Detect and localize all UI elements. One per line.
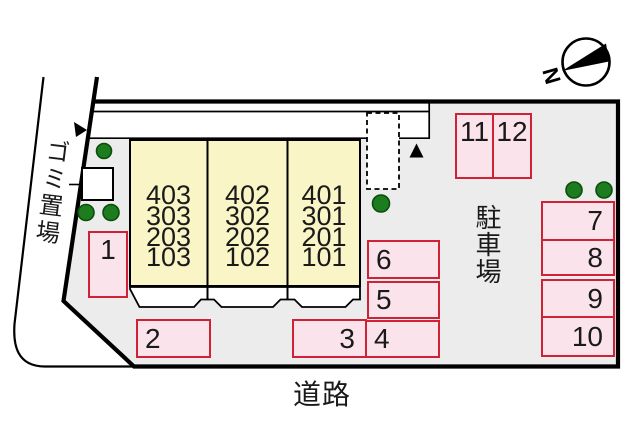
parking-spot-11: 11 [455, 113, 494, 179]
garbage-marker-icon [74, 122, 87, 137]
room-number: 401 [301, 180, 347, 210]
road-edge-line [13, 76, 150, 368]
room-number: 202 [224, 221, 271, 252]
parking-spot-9: 9 [541, 279, 615, 318]
balcony-outline [129, 286, 361, 308]
room-number: 201 [301, 221, 347, 252]
tree-icon [595, 181, 613, 199]
parking-spot-number: 12 [496, 116, 528, 147]
parking-spot-number: 3 [339, 322, 355, 354]
room-number: 303 [145, 200, 192, 231]
entrance-marker-icon [409, 143, 424, 158]
parking-spot-number: 5 [376, 284, 392, 315]
room-number: 301 [301, 200, 347, 231]
parking-spot-2: 2 [136, 319, 211, 358]
tree-icon [102, 203, 120, 222]
parking-spot-number: 10 [571, 320, 603, 352]
road-label: 道路 [293, 379, 352, 410]
parking-spot-number: 2 [145, 322, 161, 354]
parking-spot-12: 12 [492, 113, 532, 179]
building-section-east: 401 301 201 101 [288, 180, 360, 273]
room-number: 402 [224, 180, 271, 210]
room-number: 403 [145, 180, 192, 210]
parking-spot-number: 11 [459, 116, 490, 147]
parking-spot-number: 6 [376, 243, 392, 275]
room-number: 302 [224, 200, 271, 231]
building-outline [129, 139, 361, 287]
tree-icon [95, 142, 113, 160]
room-number: 103 [145, 242, 192, 273]
parking-spot-3: 3 [292, 319, 367, 358]
parking-area-label: 駐車場 [472, 204, 502, 285]
building-section-west: 403 303 203 103 [130, 180, 207, 273]
tree-icon [565, 181, 583, 199]
tree-icon [77, 203, 95, 222]
room-number: 203 [145, 221, 192, 252]
parking-spot-number: 9 [587, 282, 603, 314]
stair-dashed-outline [366, 112, 400, 190]
site-boundary [61, 76, 621, 369]
north-label: N [537, 65, 565, 87]
north-arrow-wedge [562, 43, 609, 71]
parking-spot-4: 4 [365, 320, 440, 358]
room-number: 102 [224, 242, 271, 273]
parking-spot-5: 5 [367, 281, 440, 319]
parking-spot-8: 8 [541, 239, 615, 276]
parking-spot-number: 7 [587, 205, 603, 236]
garbage-box [81, 167, 114, 201]
parking-spot-number: 8 [587, 241, 603, 273]
building-section-center: 402 302 202 102 [208, 180, 287, 273]
parking-spot-number: 1 [100, 234, 116, 265]
parking-spot-1: 1 [88, 231, 128, 298]
tree-icon [371, 194, 391, 213]
parking-spot-10: 10 [541, 316, 615, 357]
room-number: 101 [301, 242, 347, 273]
parking-spot-6: 6 [367, 240, 440, 279]
parking-spot-number: 4 [374, 323, 390, 354]
parking-spot-7: 7 [541, 201, 615, 241]
